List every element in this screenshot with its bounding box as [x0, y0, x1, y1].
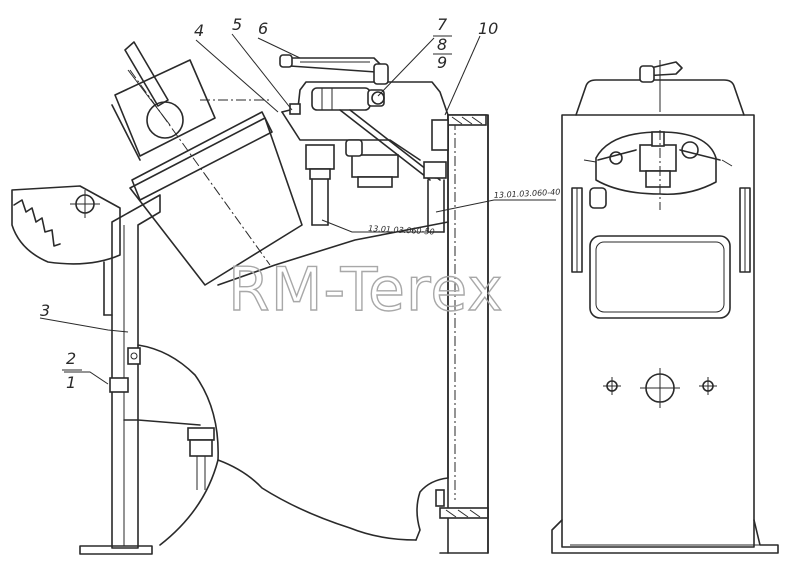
callout-3: 3 — [40, 301, 50, 320]
callout-1: 1 — [66, 373, 76, 392]
watermark-text: RM-Terex — [228, 255, 504, 325]
callout-labels: 3 2 1 4 5 6 7 8 9 10 13.01.03.060-40 13.… — [40, 15, 561, 392]
part-code-50: 13.01.03.060-50 — [368, 224, 435, 236]
front-column — [561, 114, 755, 548]
main-body — [217, 117, 456, 541]
mechanism-window — [583, 130, 733, 210]
callout-9: 9 — [437, 53, 447, 72]
viewing-window — [589, 235, 731, 319]
callout-6: 6 — [258, 19, 268, 38]
callout-4: 4 — [194, 21, 204, 40]
side-plate — [435, 114, 489, 554]
side-pin — [589, 187, 607, 209]
cutaway-section — [109, 344, 219, 546]
callout-5: 5 — [232, 15, 242, 34]
side-view: 3 2 1 4 5 6 7 8 9 10 13.01.03.060-40 13.… — [11, 15, 561, 555]
callout-7: 7 — [437, 15, 448, 34]
callout-10: 10 — [478, 19, 498, 38]
leader-lines — [39, 33, 556, 385]
part-code-40: 13.01.03.060-40 — [494, 188, 561, 200]
clamp-mechanism — [279, 54, 449, 233]
sector-teeth — [13, 199, 61, 247]
callout-8: 8 — [437, 35, 447, 54]
bolt-holes — [603, 368, 717, 408]
front-view — [551, 60, 779, 554]
callout-2: 2 — [66, 349, 76, 368]
tilted-hopper — [111, 41, 303, 286]
sector-bracket — [11, 185, 121, 265]
